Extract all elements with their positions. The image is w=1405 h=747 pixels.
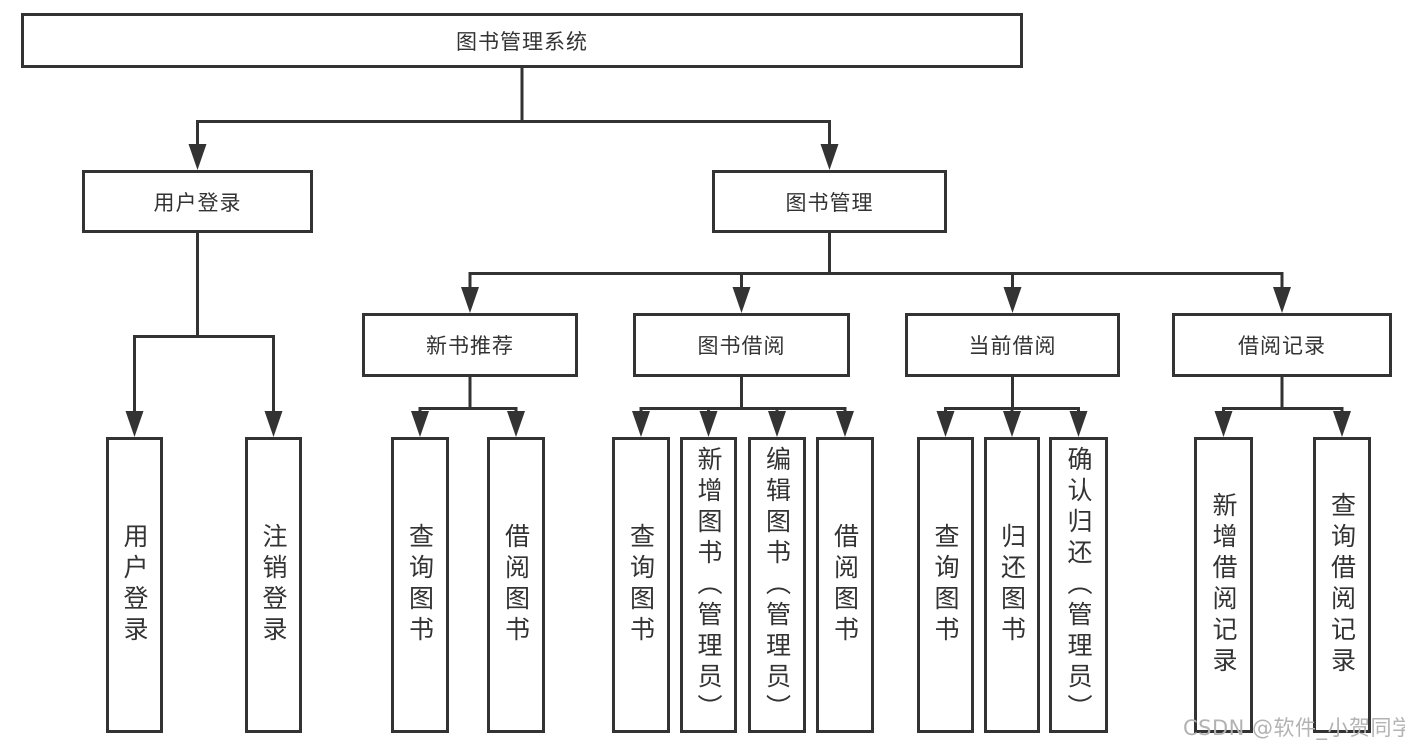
leaf-add-books-admin: 新增图书（管理员） (680, 437, 737, 733)
leaf-add-borrow-record: 新增借阅记录 (1194, 437, 1253, 733)
node-book-management: 图书管理 (712, 170, 947, 233)
node-book-borrowing: 图书借阅 (633, 313, 850, 377)
leaf-user-login: 用户登录 (106, 437, 163, 733)
node-user-login: 用户登录 (82, 170, 313, 233)
leaf-edit-books-admin: 编辑图书（管理员） (748, 437, 806, 733)
node-current-borrowing: 当前借阅 (905, 313, 1120, 377)
node-borrowing-records: 借阅记录 (1172, 313, 1392, 377)
leaf-query-books-borrow: 查询图书 (612, 437, 670, 733)
leaf-query-borrow-record: 查询借阅记录 (1313, 437, 1371, 733)
leaf-borrow-books: 借阅图书 (816, 437, 874, 733)
arrowheads (125, 144, 1351, 437)
csdn-watermark: CSDN @软件_小贺同学 (1183, 716, 1405, 740)
leaf-confirm-return-admin: 确认归还（管理员） (1049, 437, 1108, 733)
leaf-query-books-recommend: 查询图书 (391, 437, 449, 733)
leaf-return-books: 归还图书 (984, 437, 1040, 733)
leaf-borrow-books-recommend: 借阅图书 (487, 437, 545, 733)
leaf-logout: 注销登录 (245, 437, 302, 733)
node-root-library-system: 图书管理系统 (21, 13, 1023, 68)
node-new-book-recommendation: 新书推荐 (362, 313, 578, 377)
leaf-query-books-current: 查询图书 (917, 437, 974, 733)
connector-paths (133, 68, 1344, 413)
